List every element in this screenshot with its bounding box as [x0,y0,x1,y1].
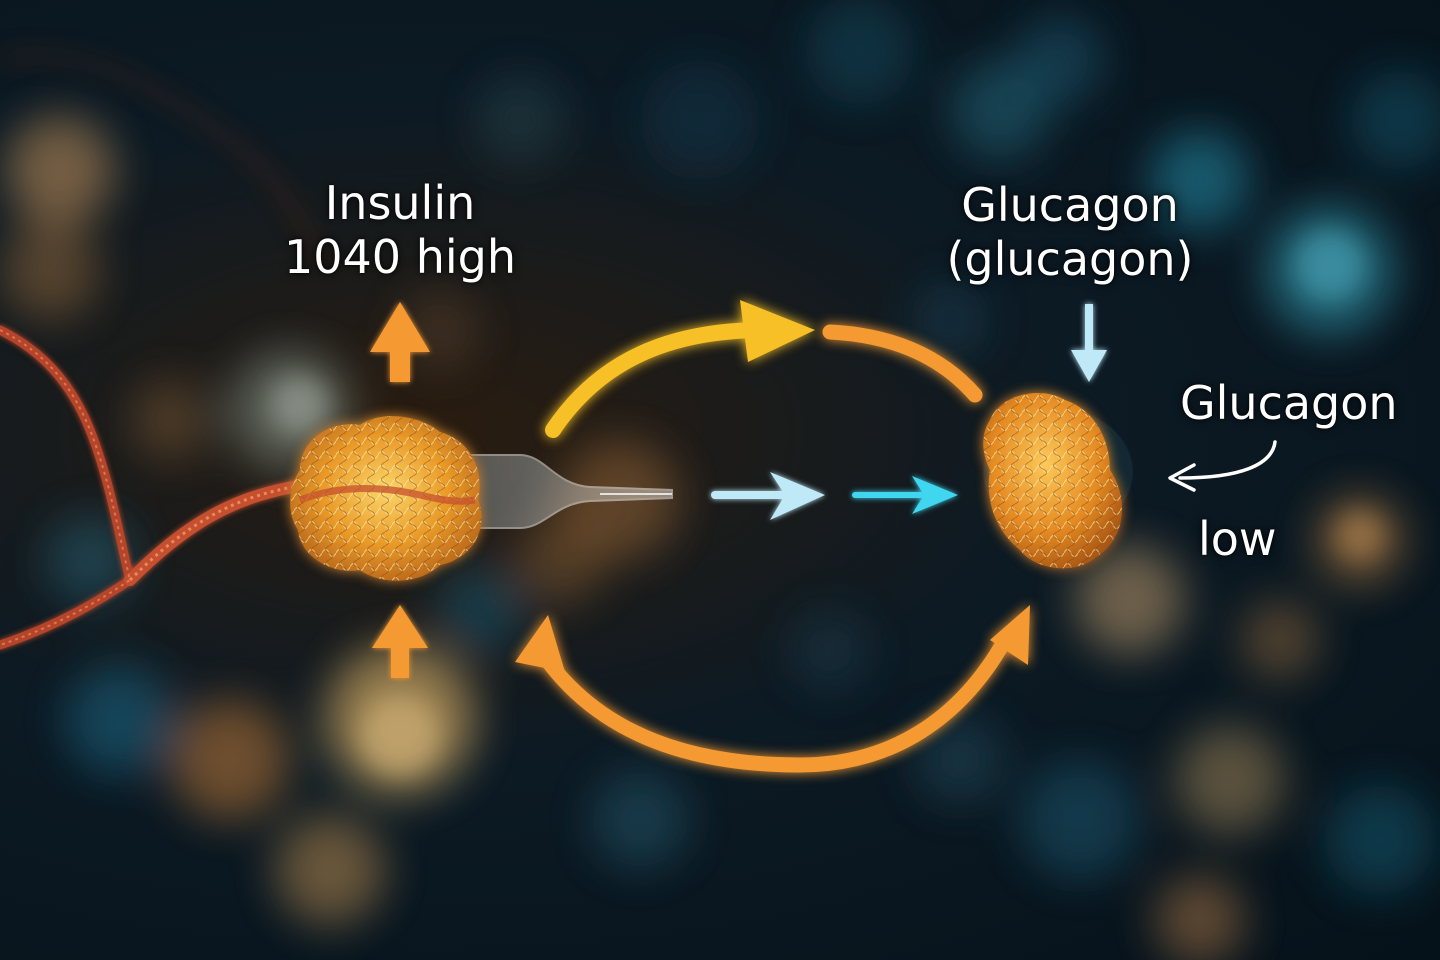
insulin-label-line2: 1040 high [284,230,516,284]
lower-cycle-arrow [515,605,1030,773]
insulin-label: Insulin 1040 high [250,176,550,284]
glucagon-cell [983,392,1122,569]
cyan-arrow [852,476,958,514]
glucagon-right-label: Glucagon [1180,376,1398,430]
insulin-up-arrow-top [370,302,430,382]
upper-cycle-arrow [545,300,983,438]
glucagon-top-label-line2: (glucagon) [946,232,1194,286]
nerve-fiber-overlay [298,484,476,505]
insulin-label-line1: Insulin [324,176,476,230]
glucagon-top-label-line1: Glucagon [961,178,1179,232]
low-label: low [1198,512,1277,566]
glucagon-top-label: Glucagon (glucagon) [920,178,1220,286]
micropipette [439,454,673,529]
light-blue-arrow [711,472,825,520]
insulin-up-arrow-bottom [372,605,428,678]
insulin-cell [290,416,482,581]
curved-pointer-arrow [1168,440,1277,492]
glucagon-down-arrow [1071,304,1107,382]
